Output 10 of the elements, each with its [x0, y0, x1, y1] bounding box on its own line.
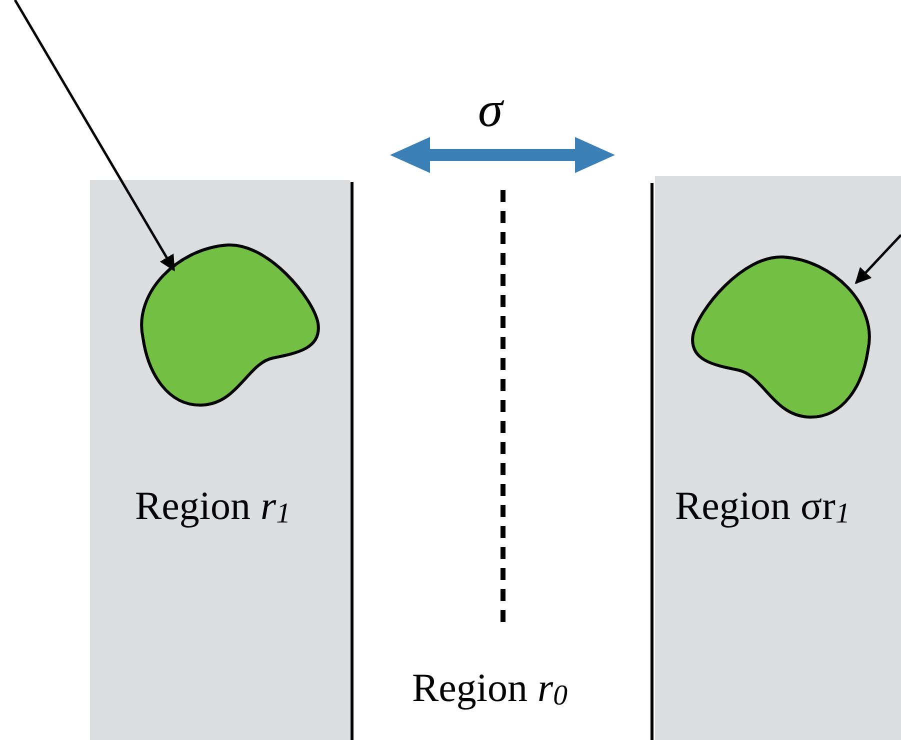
blob-shape	[138, 243, 318, 408]
arrow	[854, 234, 901, 284]
region-label: Region r$_{0}$	[412, 668, 568, 710]
region-band	[655, 176, 901, 740]
region-label: Region σr$_{1}$	[675, 486, 850, 528]
blob-shape	[693, 255, 873, 420]
arrow	[14, 0, 176, 272]
region-band	[90, 180, 350, 740]
sigma-symbol: σ	[478, 84, 503, 134]
region-label: Region r$_{1}$	[135, 486, 291, 528]
